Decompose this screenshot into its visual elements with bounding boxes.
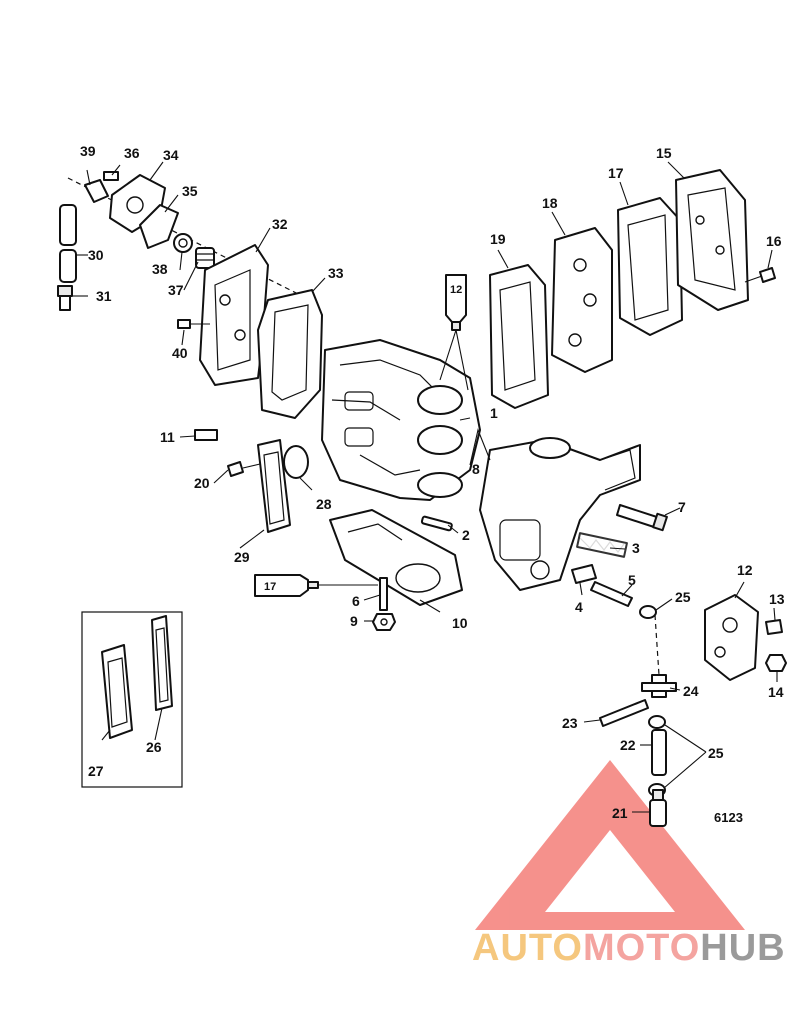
drawing-code: 6123 bbox=[714, 810, 743, 825]
callout-13: 13 bbox=[769, 591, 785, 607]
part-screw-4 bbox=[571, 564, 597, 584]
part-exhaust-plate-10 bbox=[329, 509, 463, 606]
part-bolt-40 bbox=[177, 319, 210, 329]
part-screw-36 bbox=[103, 171, 119, 181]
callout-7: 7 bbox=[678, 499, 686, 515]
callout-28: 28 bbox=[316, 496, 332, 512]
part-clamp-25-upper bbox=[639, 605, 657, 619]
callout-32: 32 bbox=[272, 216, 288, 232]
part-plug-31 bbox=[57, 285, 73, 311]
part-gasket-19 bbox=[489, 264, 549, 409]
part-bolt-7 bbox=[616, 504, 668, 532]
callout-2: 2 bbox=[462, 527, 470, 543]
callout-6: 6 bbox=[352, 593, 360, 609]
callout-30: 30 bbox=[88, 247, 104, 263]
part-plate-27 bbox=[101, 644, 133, 739]
part-gasket-35 bbox=[139, 204, 179, 249]
callout-38: 38 bbox=[152, 261, 168, 277]
callout-39: 39 bbox=[80, 143, 96, 159]
callout-35: 35 bbox=[182, 183, 198, 199]
inset-box bbox=[81, 611, 183, 788]
callout-22: 22 bbox=[620, 737, 636, 753]
callout-12: 12 bbox=[737, 562, 753, 578]
callout-37: 37 bbox=[168, 282, 184, 298]
callout-5: 5 bbox=[628, 572, 636, 588]
callout-10: 10 bbox=[452, 615, 468, 631]
assembly-dash-line-right bbox=[654, 614, 661, 691]
part-seal-38 bbox=[173, 233, 193, 253]
part-tube-30 bbox=[59, 204, 77, 283]
callout-29: 29 bbox=[234, 549, 250, 565]
watermark-inner-triangle bbox=[580, 872, 640, 910]
callout-25-lower: 25 bbox=[708, 745, 724, 761]
callout-36: 36 bbox=[124, 145, 140, 161]
part-nut-14 bbox=[765, 654, 787, 672]
callout-20: 20 bbox=[194, 475, 210, 491]
sealant-tube-upper-label: 12 bbox=[450, 284, 462, 296]
callout-1: 1 bbox=[490, 405, 498, 421]
part-gasket-17 bbox=[617, 197, 683, 336]
callout-16: 16 bbox=[766, 233, 782, 249]
part-pin-5 bbox=[590, 581, 633, 607]
callout-4: 4 bbox=[575, 599, 583, 615]
callout-18: 18 bbox=[542, 195, 558, 211]
callout-19: 19 bbox=[490, 231, 506, 247]
part-nut-9 bbox=[372, 613, 396, 631]
part-pin-23 bbox=[599, 699, 649, 727]
callout-25-upper: 25 bbox=[675, 589, 691, 605]
part-bolt-16 bbox=[744, 267, 776, 283]
part-clamp-25-middle bbox=[648, 715, 666, 729]
callout-31: 31 bbox=[96, 288, 112, 304]
part-fitting-21 bbox=[649, 789, 667, 827]
part-bolt-20 bbox=[227, 461, 261, 477]
leader-lines bbox=[72, 161, 778, 813]
callout-24: 24 bbox=[683, 683, 699, 699]
part-gasket-26 bbox=[151, 615, 173, 711]
watermark-logo bbox=[475, 760, 745, 930]
part-cover-15 bbox=[675, 169, 749, 311]
watermark-segment-3: HUB bbox=[700, 927, 785, 969]
part-gasket-33 bbox=[257, 289, 323, 419]
part-hose-22 bbox=[651, 729, 667, 776]
callout-3: 3 bbox=[632, 540, 640, 556]
callout-21: 21 bbox=[612, 805, 628, 821]
callout-23: 23 bbox=[562, 715, 578, 731]
callout-34: 34 bbox=[163, 147, 179, 163]
part-fitting-39 bbox=[84, 179, 109, 203]
callout-17: 17 bbox=[608, 165, 624, 181]
callout-15: 15 bbox=[656, 145, 672, 161]
part-bolt-13 bbox=[765, 619, 783, 635]
callout-9: 9 bbox=[350, 613, 358, 629]
part-pin-11 bbox=[194, 429, 218, 441]
callout-26: 26 bbox=[146, 739, 162, 755]
callout-27: 27 bbox=[88, 763, 104, 779]
callout-33: 33 bbox=[328, 265, 344, 281]
callout-8: 8 bbox=[472, 461, 480, 477]
part-oring-28 bbox=[283, 445, 309, 479]
part-cover-12-right bbox=[704, 594, 759, 681]
watermark-text: AUTOMOTOHUB bbox=[472, 927, 786, 969]
callout-40: 40 bbox=[172, 345, 188, 361]
part-thermostat-37 bbox=[195, 247, 215, 269]
part-dowel-2 bbox=[420, 515, 453, 532]
part-crankcase-1 bbox=[321, 339, 481, 501]
part-stud-6 bbox=[379, 577, 388, 611]
part-cylinder-block-8 bbox=[479, 437, 641, 591]
part-plate-29 bbox=[257, 439, 291, 533]
part-plate-18 bbox=[551, 227, 613, 373]
callout-14: 14 bbox=[768, 684, 784, 700]
watermark-triangle-icon bbox=[475, 760, 745, 930]
watermark-segment-2: MOTO bbox=[583, 927, 700, 969]
watermark-segment-1: AUTO bbox=[472, 927, 583, 969]
part-tee-24 bbox=[641, 674, 677, 698]
callout-labels: 39 36 34 35 30 38 31 37 32 33 40 19 18 1… bbox=[80, 143, 785, 825]
part-sealant-tube-upper: 12 bbox=[445, 274, 467, 331]
callout-11: 11 bbox=[160, 429, 175, 445]
leader-tube-upper bbox=[439, 329, 469, 391]
part-sealant-tube-lower: 17 bbox=[254, 574, 319, 597]
sealant-tube-lower-label: 17 bbox=[264, 581, 276, 593]
part-spring-3 bbox=[576, 532, 628, 558]
